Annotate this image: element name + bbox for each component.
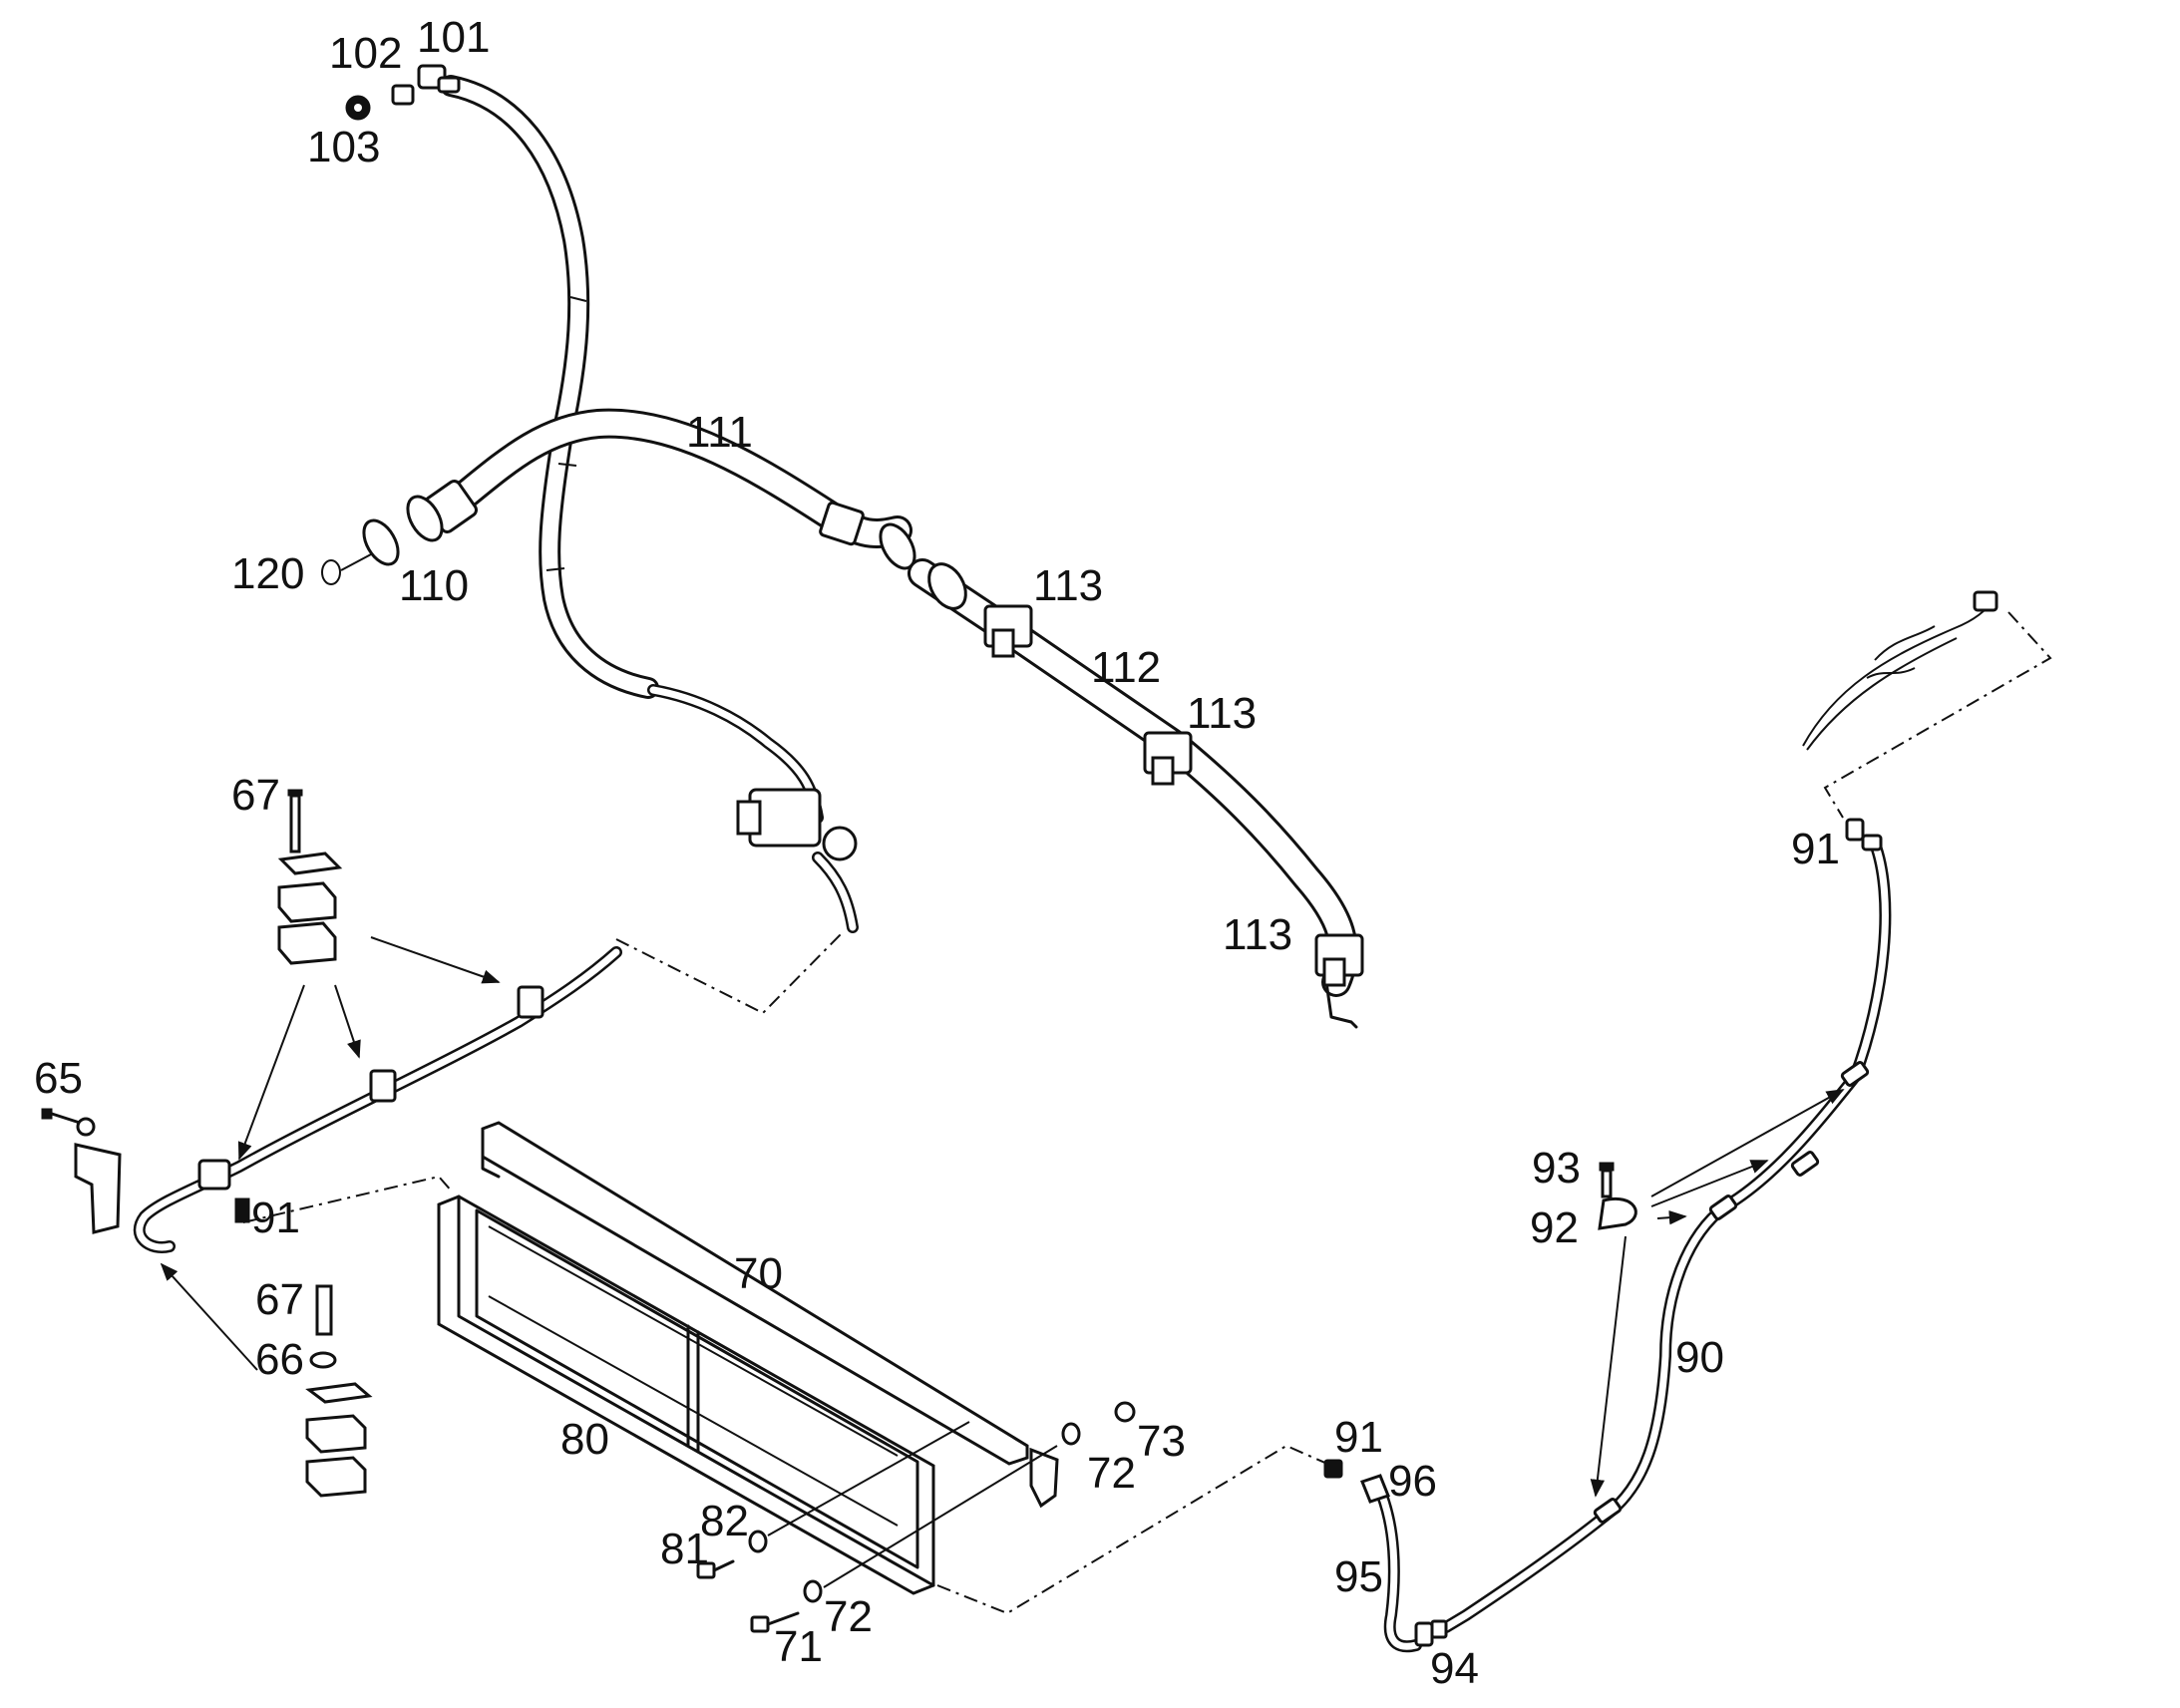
cooler-frame-70 [481,1121,1059,1509]
hose-harness-detail [1802,590,1998,751]
label-72-upper: 72 [1087,1449,1136,1498]
label-91-middle: 91 [1334,1413,1383,1462]
bolt-93 [1599,1162,1615,1198]
label-72-lower: 72 [824,1592,873,1641]
fitting-102 [391,84,415,106]
label-92: 92 [1530,1203,1579,1252]
valve-assembly [647,684,859,933]
washer-82 [748,1530,768,1553]
fitting-101 [417,64,461,94]
oil-cooler-80 [437,1195,935,1595]
label-111: 111 [686,408,753,457]
label-113-middle: 113 [1187,689,1257,738]
label-67-upper: 67 [231,771,280,820]
label-71: 71 [774,1622,823,1671]
clamp-113-lower [1314,933,1364,987]
bolt-67-upper [287,789,303,854]
nut-73 [1114,1401,1136,1423]
label-94: 94 [1430,1644,1479,1693]
label-67-lower: 67 [255,1275,304,1324]
label-80: 80 [560,1415,609,1464]
hose-clamp-110 [362,495,916,570]
label-101: 101 [417,13,490,62]
bolt-81 [696,1559,735,1579]
clamp-92 [1598,1196,1637,1230]
hose-95 [1372,1480,1422,1653]
elbow-96 [1360,1474,1390,1504]
bolt-67-lower [315,1284,333,1336]
label-102: 102 [329,29,402,78]
fitting-91-middle [1323,1459,1343,1479]
label-91-left: 91 [251,1194,300,1242]
washer-72-upper [1061,1422,1081,1446]
upper-return-hose [440,75,659,699]
washer-66 [309,1351,337,1369]
label-81: 81 [660,1525,709,1573]
fitting-91-right [1845,818,1883,852]
clamp-113-upper [983,604,1033,658]
label-90: 90 [1675,1333,1724,1382]
o-ring-120 [321,553,372,585]
bracket-65 [41,1108,122,1234]
suction-hose-111 [424,408,912,548]
label-112: 112 [1091,643,1161,692]
fitting-94 [1414,1619,1448,1647]
bolt-71 [750,1611,800,1633]
nut-103 [345,95,371,121]
label-70: 70 [734,1249,783,1298]
pressure-tube-assembly [133,946,622,1253]
clamp-set-lower [305,1382,373,1498]
label-113-lower: 113 [1223,910,1292,959]
label-82: 82 [700,1497,749,1545]
label-66: 66 [255,1335,304,1384]
washer-72-lower [803,1579,823,1603]
hose-90 [1440,838,1892,1633]
label-120: 120 [231,549,304,598]
fitting-91-left [234,1197,250,1223]
label-93: 93 [1532,1144,1581,1193]
label-65: 65 [34,1054,83,1103]
label-73: 73 [1137,1417,1186,1466]
clamp-set-upper [277,852,343,965]
label-113-upper: 113 [1033,561,1103,610]
label-96: 96 [1388,1457,1437,1506]
label-103: 103 [307,123,380,171]
label-91-right: 91 [1791,825,1840,873]
label-95: 95 [1334,1552,1383,1601]
clamp-113-middle [1143,731,1193,786]
label-110: 110 [399,561,469,610]
